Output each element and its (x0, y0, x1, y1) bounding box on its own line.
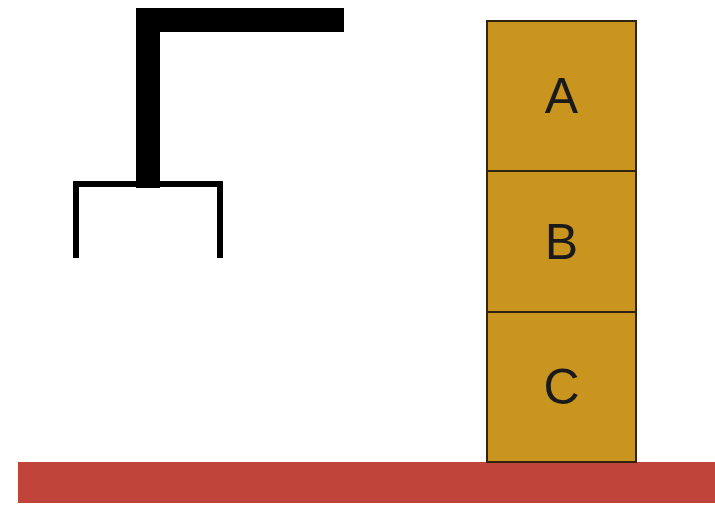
gripper-finger (73, 181, 79, 258)
robot-gripper (73, 8, 344, 258)
block-box: B (486, 170, 637, 313)
block-box: C (486, 311, 637, 463)
gripper-bar (73, 181, 223, 187)
block-label: A (545, 71, 578, 121)
arm-column (136, 8, 160, 188)
block-label: C (543, 362, 579, 412)
gripper-finger (217, 181, 223, 258)
block-label: B (545, 217, 578, 267)
arm-top (136, 8, 344, 32)
block-box: A (486, 20, 637, 172)
table-floor (18, 462, 715, 503)
